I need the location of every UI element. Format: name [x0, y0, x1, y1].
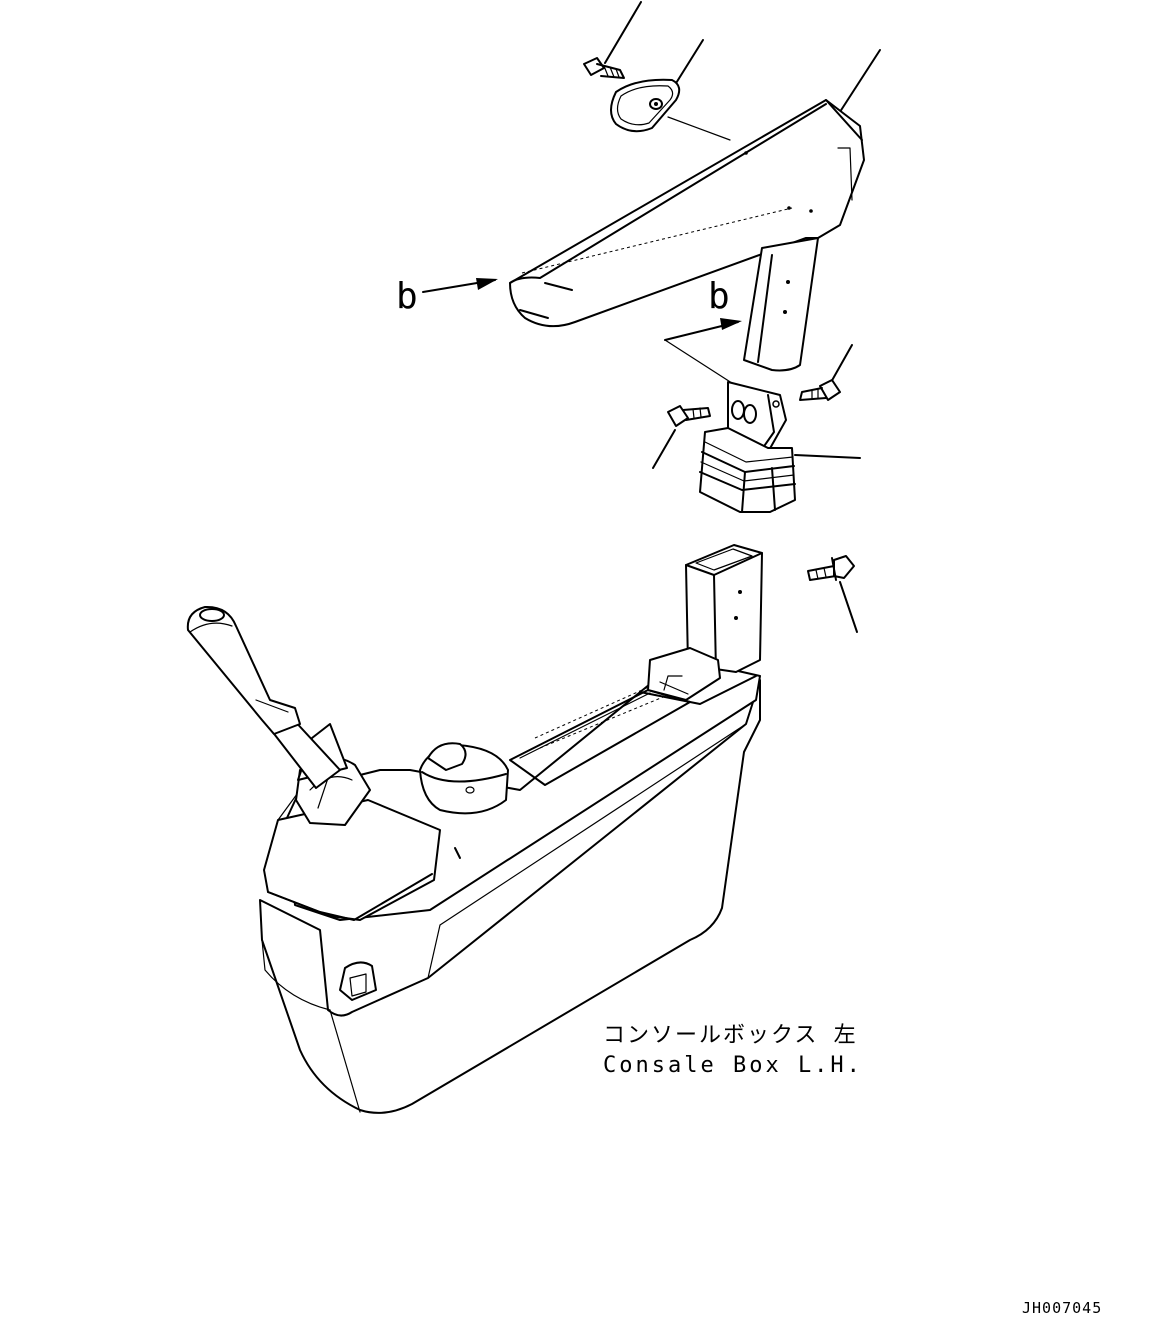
caption-japanese: コンソールボックス 左	[603, 1023, 858, 1048]
view-arrows	[422, 278, 742, 341]
caption-english: Consale Box L.H.	[603, 1053, 863, 1078]
bolt-left	[667, 405, 711, 427]
bracket-bellows	[699, 381, 796, 513]
console-box	[186, 544, 763, 1114]
view-marker-b-2: b	[708, 276, 730, 317]
bolt-lower	[807, 555, 855, 581]
bolt-right	[799, 379, 841, 401]
view-marker-b-1: b	[396, 276, 418, 317]
bolt-top	[583, 57, 625, 79]
arm-rest	[509, 99, 865, 372]
cover-plate	[610, 78, 681, 133]
drawing-number: JH007045	[1022, 1299, 1102, 1317]
